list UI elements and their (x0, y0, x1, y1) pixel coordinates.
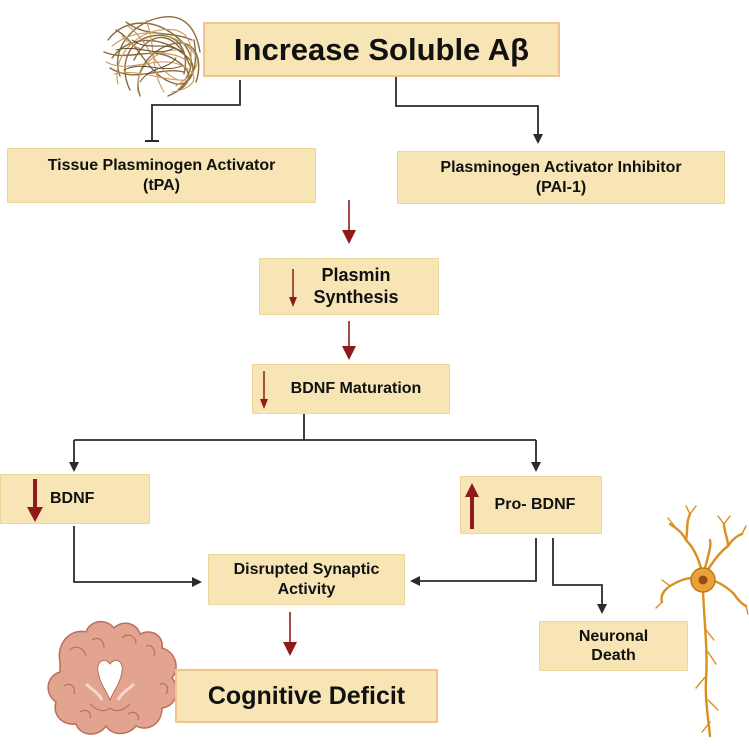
box-bdnf: BDNF (0, 474, 150, 524)
connector-bdnf-to-synaptic (73, 526, 202, 587)
connector-pro-bdnf-to-death (552, 538, 607, 614)
decrease-arrow-icon (260, 371, 268, 409)
label-tpa-line2: (tPA) (142, 176, 181, 194)
connector-maturation-split (74, 414, 536, 441)
label-plasmin-line1: Plasmin (321, 264, 391, 285)
box-disrupted-synaptic-activity: Disrupted Synaptic Activity (208, 554, 405, 605)
box-tpa: Tissue Plasminogen Activator (tPA) (7, 148, 316, 203)
label-pai-line1: Plasminogen Activator Inhibitor (440, 159, 682, 177)
label-tpa-line1: Tissue Plasminogen Activator (47, 157, 276, 175)
label-bdnf-maturation: BDNF Maturation (290, 380, 422, 398)
brain-section-icon (47, 620, 178, 735)
label-pro-bdnf: Pro- BDNF (494, 496, 576, 514)
label-plasmin-line2: Synthesis (313, 286, 399, 307)
label-neuronal-line1: Neuronal (578, 627, 649, 645)
label-neuronal-line2: Death (591, 647, 636, 664)
box-pro-bdnf: Pro- BDNF (460, 476, 602, 534)
box-increase-soluble-abeta: Increase Soluble Aβ (203, 22, 560, 77)
box-cognitive-deficit: Cognitive Deficit (175, 669, 438, 723)
connector-pro-bdnf-to-synaptic (410, 538, 537, 586)
label-pai-line2: (PAI-1) (535, 178, 587, 196)
box-bdnf-maturation: BDNF Maturation (252, 364, 450, 414)
neuron-icon (655, 505, 749, 738)
amyloid-fibril-icon (103, 16, 201, 97)
label-synaptic-line1: Disrupted Synaptic (233, 561, 380, 579)
increase-arrow-icon (465, 483, 479, 529)
box-neuronal-death: Neuronal Death (539, 621, 688, 671)
box-pai-1: Plasminogen Activator Inhibitor (PAI-1) (397, 151, 725, 204)
label-increase-soluble-abeta: Increase Soluble Aβ (233, 31, 530, 67)
plasmin-label-group: Plasmin Synthesis (313, 265, 398, 308)
decrease-arrow-icon (283, 612, 297, 656)
decrease-arrow-icon (27, 479, 43, 522)
decrease-arrow-icon (289, 269, 297, 307)
decrease-arrow-icon (342, 321, 356, 360)
connector-abeta-to-pai (395, 76, 543, 144)
decrease-arrow-icon (342, 200, 356, 244)
box-plasmin-synthesis: Plasmin Synthesis (259, 258, 439, 315)
label-bdnf: BDNF (50, 490, 95, 508)
connector-abeta-to-tpa (151, 80, 241, 140)
label-cognitive-deficit: Cognitive Deficit (207, 682, 406, 710)
label-synaptic-line2: Activity (277, 580, 336, 598)
